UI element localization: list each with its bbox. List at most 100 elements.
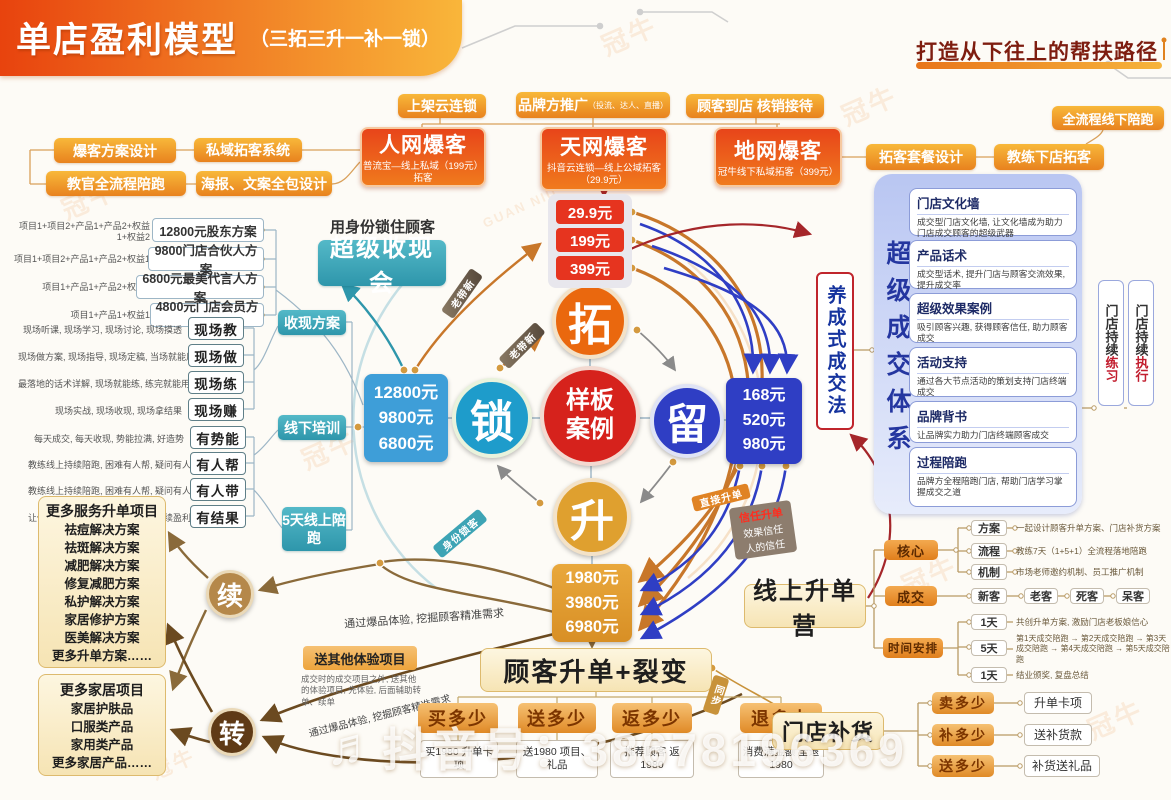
more-home-box: 更多家居项目 家居护肤品 口服类产品 家用类产品 更多家居产品…… bbox=[38, 674, 166, 776]
pill-text: 私域拓客系统 bbox=[206, 142, 290, 158]
list-item: 减肥解决方案 bbox=[64, 559, 140, 573]
camp-child-label: 流程 bbox=[978, 546, 1000, 558]
price: 399元 bbox=[569, 260, 611, 278]
scene-node: 现场做 bbox=[188, 344, 244, 367]
deal-card: 产品话术 成交型话术, 提升门店与顾客交流效果, 提升成交率 bbox=[909, 240, 1077, 290]
circle-sheng: 升 bbox=[553, 478, 631, 556]
node-sub: 普流宝—线上私域（199元）拓客 bbox=[362, 161, 484, 184]
practice-box: 门店持续执行 bbox=[1128, 280, 1154, 406]
douyin-id: 抖音号：38678196369 bbox=[382, 724, 908, 776]
split-option: 返多少 bbox=[612, 703, 692, 733]
nurture-method: 养成式成交法 bbox=[816, 272, 854, 430]
camp-child: 方案 bbox=[971, 520, 1007, 536]
circle-char: 续 bbox=[216, 580, 243, 611]
circle-char: 转 bbox=[218, 718, 245, 749]
node-title: 人网爆客 bbox=[379, 134, 467, 158]
pill-package-design: 拓客套餐设计 bbox=[866, 144, 976, 170]
price: 199元 bbox=[569, 232, 611, 250]
deal-system-title: 超级成交体系 bbox=[883, 240, 911, 462]
node-title: 天网爆客 bbox=[560, 136, 648, 160]
list-item: 更多升单方案…… bbox=[51, 649, 152, 663]
list-item: 更多家居产品…… bbox=[51, 756, 152, 770]
pill-text: 全流程线下陪跑 bbox=[1062, 111, 1154, 127]
slogan: 打造从下往上的帮扶路径 bbox=[916, 41, 1158, 64]
restock-note-text: 补货送礼品 bbox=[1031, 758, 1092, 773]
price: 9800元 bbox=[378, 408, 434, 428]
support-node: 有结果 bbox=[190, 505, 246, 528]
scene-desc: 现场听课, 现场学习, 现场讨论, 现场摸透 bbox=[22, 325, 182, 335]
price: 6980元 bbox=[565, 618, 619, 637]
node-sub: 抖音云连锁—线上公域拓客（29.9元） bbox=[546, 163, 661, 186]
restock-option: 卖多少 bbox=[932, 692, 994, 714]
circle-liu: 留 bbox=[650, 384, 724, 458]
circle-char: 留 bbox=[665, 400, 708, 448]
list-item: 家居护肤品 bbox=[70, 702, 134, 716]
camp-note: 共创升单方案, 激励门店老板娘信心 bbox=[1016, 617, 1149, 627]
split-note: 送1980 项目、礼品 bbox=[516, 740, 598, 778]
support-label: 有人帮 bbox=[196, 457, 240, 473]
support-desc: 教练线上持续陪跑, 困难有人帮, 疑问有人解 bbox=[28, 460, 201, 470]
camp-label: 成交 bbox=[896, 589, 925, 605]
card-desc: 品牌方全程陪跑门店, 帮助门店学习掌握成交之道 bbox=[917, 476, 1063, 498]
plan-label: 6800元最美代言人方案 bbox=[142, 272, 258, 305]
split-note-text: 送1980 项目、礼品 bbox=[522, 745, 592, 771]
camp-day: 1天 bbox=[971, 614, 1007, 630]
liu-price-box: 168元 520元 980元 bbox=[726, 378, 802, 464]
list-title: 更多服务升单项目 bbox=[46, 503, 158, 519]
card-title: 门店文化墙 bbox=[917, 193, 1069, 215]
scene-desc: 现场实战, 现场收现, 现场拿结果 bbox=[54, 406, 182, 416]
camp-deal: 成交 bbox=[885, 586, 937, 606]
list-item: 祛斑解决方案 bbox=[64, 541, 140, 555]
scene-desc: 最落地的话术详解, 现场就能练, 练完就能用 bbox=[18, 379, 191, 389]
stage-label: 5天线上陪跑 bbox=[282, 511, 346, 546]
camp-day-label: 1天 bbox=[980, 617, 998, 629]
page-subtitle: （三拓三升一补一锁） bbox=[250, 29, 441, 50]
slogan-underline bbox=[916, 62, 1162, 69]
scene-node: 现场练 bbox=[188, 371, 244, 394]
support-desc: 每天成交, 每天收现, 势能拉满, 好造势 bbox=[33, 434, 184, 444]
camp-day-label: 1天 bbox=[980, 670, 998, 682]
practice-prefix: 门店持续 bbox=[1103, 304, 1119, 356]
price: 168元 bbox=[742, 386, 786, 404]
restock-title-box: 门店补货 bbox=[772, 712, 884, 750]
price: 6800元 bbox=[378, 433, 434, 453]
node-tian-wang: 天网爆客 抖音云连锁—线上公域拓客（29.9元） bbox=[540, 127, 668, 191]
card-title: 产品话术 bbox=[917, 245, 1069, 267]
practice-highlight: 执行 bbox=[1133, 356, 1149, 382]
douyin-icon: ♬ bbox=[326, 718, 378, 776]
camp-child-label: 方案 bbox=[978, 523, 1000, 535]
scene-label: 现场练 bbox=[194, 376, 238, 392]
card-desc: 成交型门店文化墙, 让文化墙成为助力门店成交顾客的超级武器 bbox=[917, 217, 1063, 239]
scene-node: 现场赚 bbox=[188, 398, 244, 421]
lock-price-box: 12800元 9800元 6800元 bbox=[364, 374, 448, 462]
camp-day: 5天 bbox=[971, 640, 1007, 656]
pill-poster-design: 海报、文案全包设计 bbox=[196, 171, 332, 196]
restock-label: 卖多少 bbox=[939, 695, 987, 711]
stage-label: 收现方案 bbox=[284, 314, 340, 331]
deal-card: 超级效果案例 吸引顾客兴趣, 获得顾客信任, 助力顾客成交 bbox=[909, 293, 1077, 343]
plan-condition: 项目1+项目2+产品1+产品2+权益1+权益2 bbox=[18, 221, 150, 242]
camp-child: 机制 bbox=[971, 564, 1007, 580]
pill-text: 教练下店拓客 bbox=[1007, 149, 1091, 165]
camp-chain-node: 新客 bbox=[971, 588, 1007, 604]
circle-sample: 样板案例 bbox=[540, 366, 640, 466]
experience-gift-note: 成交时的成交项目之外, 送其他的体验项目, 先体验, 后面辅助转单、续单 bbox=[301, 674, 421, 707]
trust-upsell-tag: 信任升单 效果信任 人的信任 bbox=[728, 499, 798, 561]
identity-lock-note: 用身份锁住顾客 bbox=[330, 219, 436, 236]
split-label: 返多少 bbox=[622, 709, 682, 729]
split-note-text: 买1980 升单卡项 bbox=[424, 745, 494, 771]
label-brand-promo: 品牌方推广 （投流、达人、直播） bbox=[516, 92, 670, 118]
split-label: 送多少 bbox=[527, 709, 587, 729]
label-customer-arrive: 顾客到店 核销接待 bbox=[686, 94, 824, 118]
pill-text: 拓客套餐设计 bbox=[879, 149, 963, 165]
label-text: 上架云连锁 bbox=[407, 98, 477, 114]
practice-highlight: 练习 bbox=[1103, 356, 1119, 382]
camp-label: 时间安排 bbox=[888, 643, 938, 655]
support-node: 有人帮 bbox=[190, 452, 246, 475]
node-sub: 冠牛线下私域拓客（399元） bbox=[717, 167, 839, 179]
price: 980元 bbox=[742, 436, 786, 454]
camp-child: 流程 bbox=[971, 543, 1007, 559]
camp-note: 市场老师邀约机制、员工推广机制 bbox=[1016, 567, 1144, 577]
tuo-price: 399元 bbox=[556, 256, 624, 280]
